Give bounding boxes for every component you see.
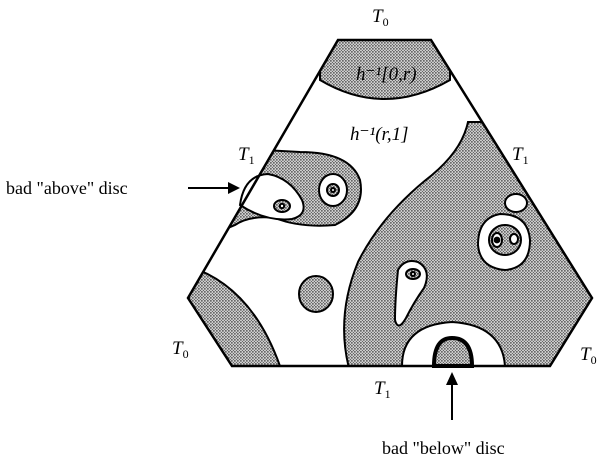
t1-right-label: T1 [512, 144, 529, 167]
t0-right-label: T0 [580, 344, 597, 367]
hexagon-outline [186, 38, 594, 368]
right-island-sub [509, 233, 519, 245]
t1-bottom-label: T1 [374, 378, 391, 401]
islands [238, 172, 532, 368]
preimage-high-label: h⁻¹(r,1] [350, 124, 408, 145]
t1-left-label: T1 [238, 144, 255, 167]
shaded-island-center [298, 275, 334, 313]
above-disc-core [278, 202, 286, 210]
right-island-dot [493, 236, 501, 244]
below-disc-core [431, 335, 475, 368]
t0-left-label: T0 [172, 338, 189, 361]
preimage-low-label: h⁻¹[0,r) [356, 64, 417, 85]
pear-core [410, 271, 416, 277]
left-lobe-core [330, 187, 336, 193]
above-disc-arrow [188, 182, 240, 194]
below-disc-annotation: bad "below" disc [382, 438, 505, 458]
above-disc-annotation: bad "above" disc [6, 178, 128, 198]
t0-top-label: T0 [372, 6, 389, 29]
below-disc-arrow [446, 372, 458, 420]
edge-labels: T0 T1 T1 T0 T0 T1 [172, 6, 597, 401]
right-edge-island [504, 193, 528, 213]
